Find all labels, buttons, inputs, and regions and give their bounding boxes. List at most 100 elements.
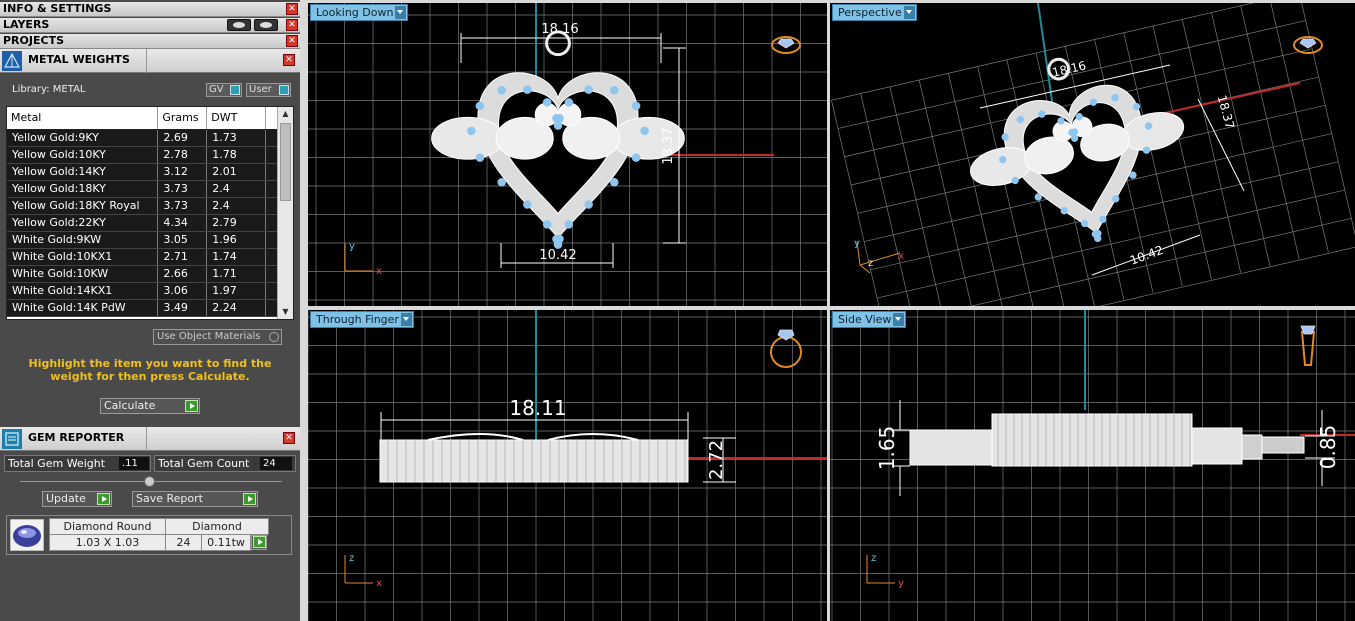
bail-loop — [1047, 57, 1070, 81]
diamond-gem — [1057, 117, 1065, 125]
side-profile-center — [991, 413, 1193, 467]
total-gem-count-label: Total Gem Count — [158, 457, 250, 470]
gem-reporter-title: GEM REPORTER — [28, 431, 125, 444]
chevron-down-icon[interactable] — [395, 6, 407, 19]
diamond-gem — [542, 98, 552, 107]
diamond-gem — [640, 126, 649, 136]
projects-header[interactable]: PROJECTS ✕ — [0, 34, 300, 49]
cell-dwt: 1.73 — [206, 129, 267, 147]
close-icon[interactable]: ✕ — [283, 54, 295, 66]
side-profile-loop — [1261, 436, 1305, 454]
dimension-line-width — [979, 64, 1171, 109]
side-view-axis-a: z — [871, 553, 876, 564]
chevron-down-icon[interactable] — [400, 313, 412, 326]
info-settings-header[interactable]: INFO & SETTINGS ✕ — [0, 2, 300, 17]
user-label: User — [249, 84, 272, 95]
left-dove — [495, 116, 554, 160]
diamond-gem — [552, 234, 561, 244]
axis-horizontal — [859, 252, 901, 266]
column-header-grams[interactable]: Grams — [157, 107, 208, 130]
layers-header[interactable]: LAYERS ✕ — [0, 18, 300, 33]
pyramid-icon — [2, 51, 22, 71]
column-header-dwt[interactable]: DWT — [206, 107, 267, 130]
left-wing — [431, 116, 505, 160]
close-icon[interactable]: ✕ — [283, 432, 295, 444]
cell-dwt: 2.79 — [206, 214, 267, 232]
ring-gem — [777, 329, 795, 341]
viewport-label-side-view[interactable]: Side View — [832, 311, 907, 328]
through-finger-axis-a: z — [349, 553, 354, 564]
scroll-down-icon[interactable]: ▼ — [282, 307, 289, 316]
viewport-label-perspective[interactable]: Perspective — [832, 4, 917, 21]
close-icon[interactable]: ✕ — [286, 35, 298, 47]
column-header-metal[interactable]: Metal — [7, 107, 159, 130]
ring-orientation-icon — [770, 336, 802, 368]
grid-line — [889, 86, 949, 306]
use-object-materials-checkbox[interactable]: Use Object Materials — [153, 329, 282, 345]
diamond-gem — [1112, 195, 1120, 203]
diamond-gem — [609, 85, 619, 95]
cell-metal: White Gold:10KW — [7, 265, 159, 283]
diamond-gem — [553, 121, 563, 130]
chevron-down-icon[interactable] — [903, 6, 915, 19]
gem-count: 24 — [165, 534, 202, 551]
dimension-width-value: 18.16 — [541, 22, 578, 37]
close-icon[interactable]: ✕ — [286, 19, 298, 31]
gem-details-button[interactable] — [251, 535, 267, 550]
left-dove — [1024, 136, 1074, 175]
cell-grams: 3.12 — [157, 163, 208, 181]
table-scrollbar[interactable]: ▲ ▼ — [277, 107, 293, 319]
cell-metal: Yellow Gold:22KY — [7, 214, 159, 232]
eye-closed-icon[interactable] — [227, 19, 251, 31]
scrollbar-thumb[interactable] — [280, 123, 291, 201]
cell-dwt: 1.96 — [206, 231, 267, 249]
diamond-gem — [1144, 122, 1153, 130]
total-gem-weight-value: .11 — [119, 457, 149, 470]
gv-toggle[interactable]: GV — [206, 83, 242, 97]
user-toggle[interactable]: User — [246, 83, 291, 97]
ring-orientation-icon-gem — [777, 38, 795, 49]
cell-grams: 3.73 — [157, 180, 208, 198]
save-report-button[interactable]: Save Report — [132, 491, 258, 507]
side-view-label: Side View — [838, 313, 892, 326]
grid-line — [1123, 32, 1183, 287]
axis-vertical — [856, 240, 861, 266]
use-object-materials-label: Use Object Materials — [157, 331, 261, 342]
update-button[interactable]: Update — [42, 491, 112, 507]
splitter-handle[interactable] — [144, 476, 155, 487]
cell-dwt: 2.4 — [206, 180, 267, 198]
looking-down-label: Looking Down — [316, 6, 394, 19]
diamond-gem — [475, 101, 485, 111]
eye-icon[interactable] — [254, 19, 278, 31]
cell-dwt: 1.71 — [206, 265, 267, 283]
chevron-down-icon[interactable] — [893, 313, 905, 326]
calculate-button[interactable]: Calculate — [100, 398, 200, 414]
grid-line — [837, 20, 1306, 129]
viewport-label-looking-down[interactable]: Looking Down — [310, 4, 409, 21]
viewport-label-through-finger[interactable]: Through Finger — [310, 311, 414, 328]
cell-metal: White Gold:10KX1 — [7, 248, 159, 266]
scroll-up-icon[interactable]: ▲ — [282, 109, 289, 118]
pendant-profile-top — [427, 433, 639, 441]
layer-visibility-controls — [227, 19, 278, 31]
close-icon[interactable]: ✕ — [286, 3, 298, 15]
